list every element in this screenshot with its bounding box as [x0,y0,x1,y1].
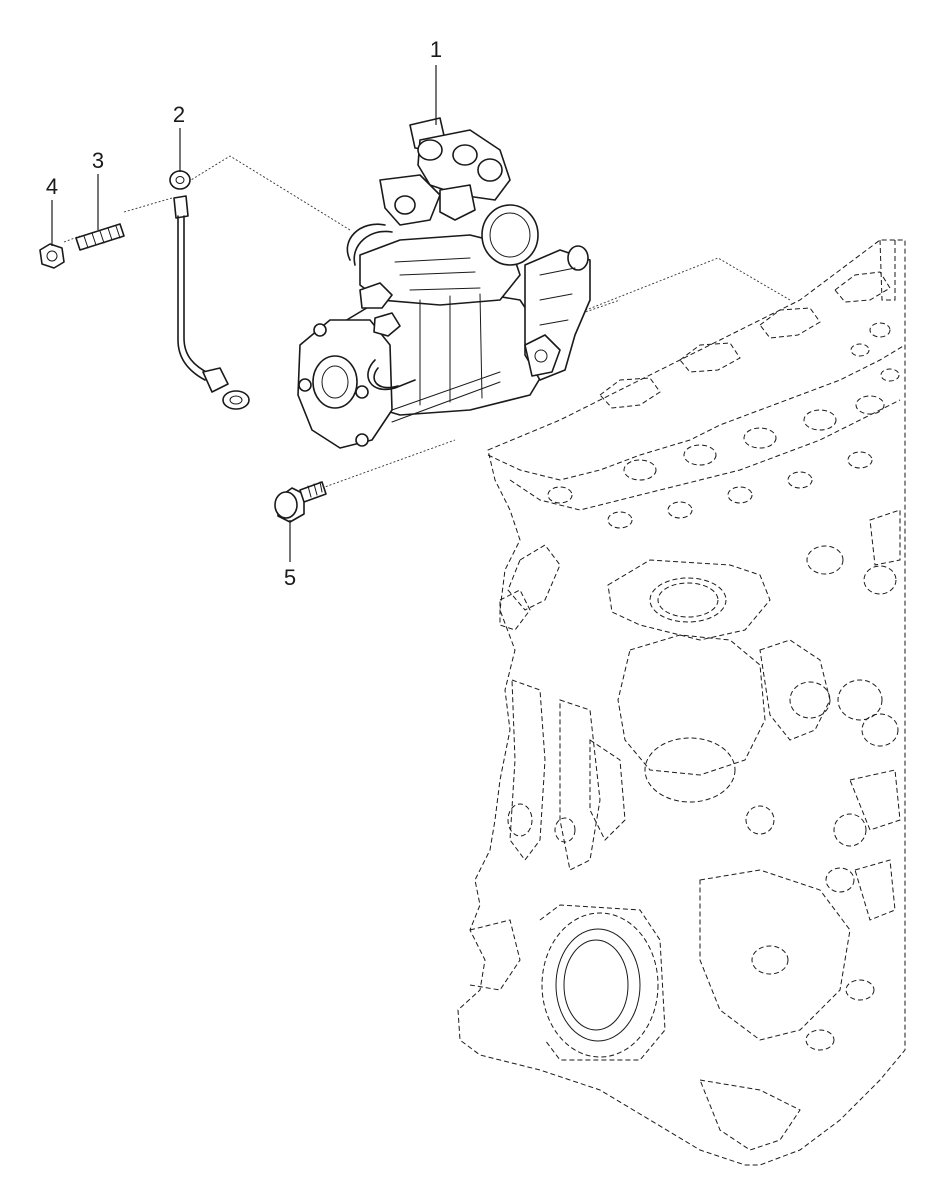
flange-bolt [274,481,327,523]
callouts: 1 2 3 4 5 [46,37,442,590]
callout-4: 4 [46,174,58,199]
callout-3: 3 [92,148,104,173]
stud [75,223,125,251]
callout-leaders [51,65,437,562]
nut [39,243,65,269]
callout-1: 1 [430,37,442,62]
engine-block [457,239,906,1166]
callout-2: 2 [173,102,185,127]
ground-cable [169,170,250,410]
starter-motor [297,117,591,449]
callout-5: 5 [284,565,296,590]
